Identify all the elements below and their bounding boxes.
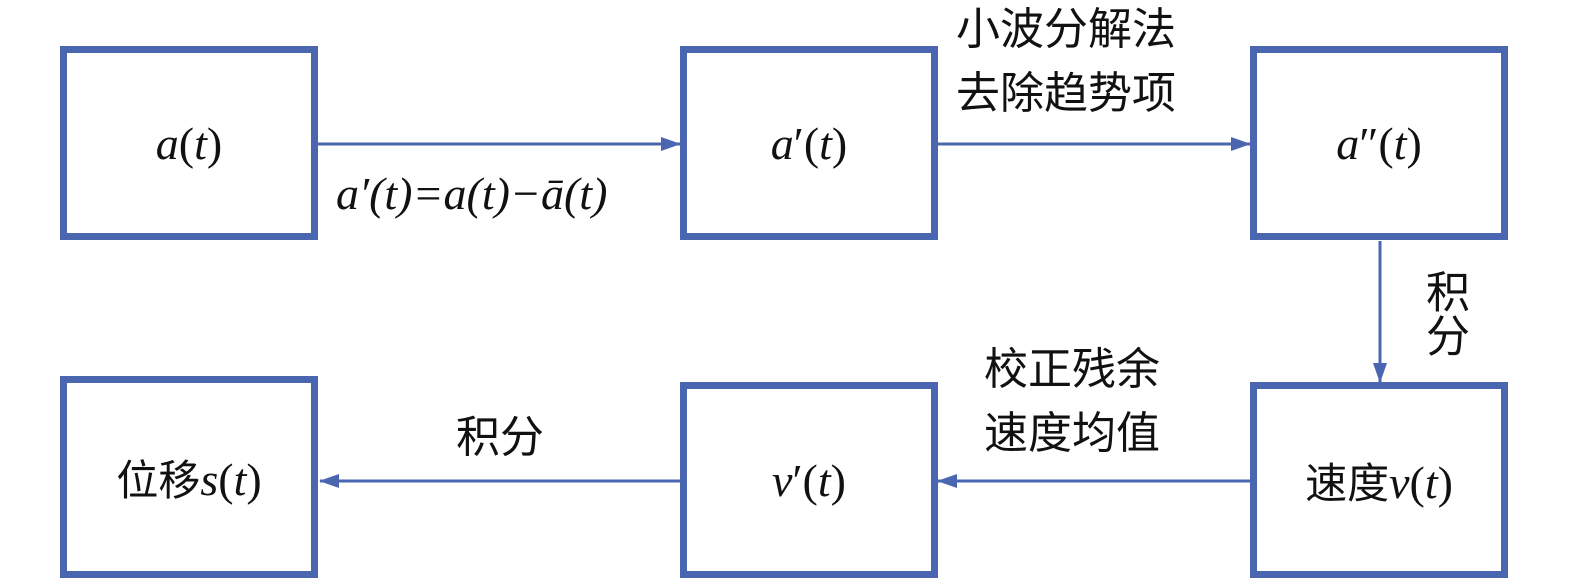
node-displacement-label: 位移s(t) bbox=[116, 453, 262, 505]
node-a-prime-t-label: a′(t) bbox=[770, 117, 848, 169]
node-v-prime-t: v′(t) bbox=[680, 382, 938, 578]
node-a-double-prime-t-label: a″(t) bbox=[1336, 117, 1422, 169]
node-displacement: 位移s(t) bbox=[60, 376, 318, 578]
edge-label-correct-line1: 校正残余 bbox=[984, 344, 1160, 395]
edge-label-wavelet-line2: 去除趋势项 bbox=[956, 68, 1176, 119]
node-a-t-label: a(t) bbox=[155, 117, 223, 169]
edge-label-detrend-formula: a′(t)=a(t)−ā(t) bbox=[336, 168, 608, 219]
edge-label-integrate-horizontal: 积分 bbox=[456, 412, 544, 463]
node-velocity: 速度v(t) bbox=[1250, 382, 1508, 578]
node-a-double-prime-t: a″(t) bbox=[1250, 46, 1508, 240]
node-a-t: a(t) bbox=[60, 46, 318, 240]
node-velocity-label: 速度v(t) bbox=[1305, 456, 1453, 508]
edge-label-integrate-vertical: 积分 bbox=[1418, 269, 1469, 357]
node-a-prime-t: a′(t) bbox=[680, 46, 938, 240]
edge-label-wavelet-line1: 小波分解法 bbox=[956, 4, 1176, 55]
node-v-prime-t-label: v′(t) bbox=[772, 454, 846, 506]
edge-label-correct-line2: 速度均值 bbox=[984, 408, 1160, 459]
